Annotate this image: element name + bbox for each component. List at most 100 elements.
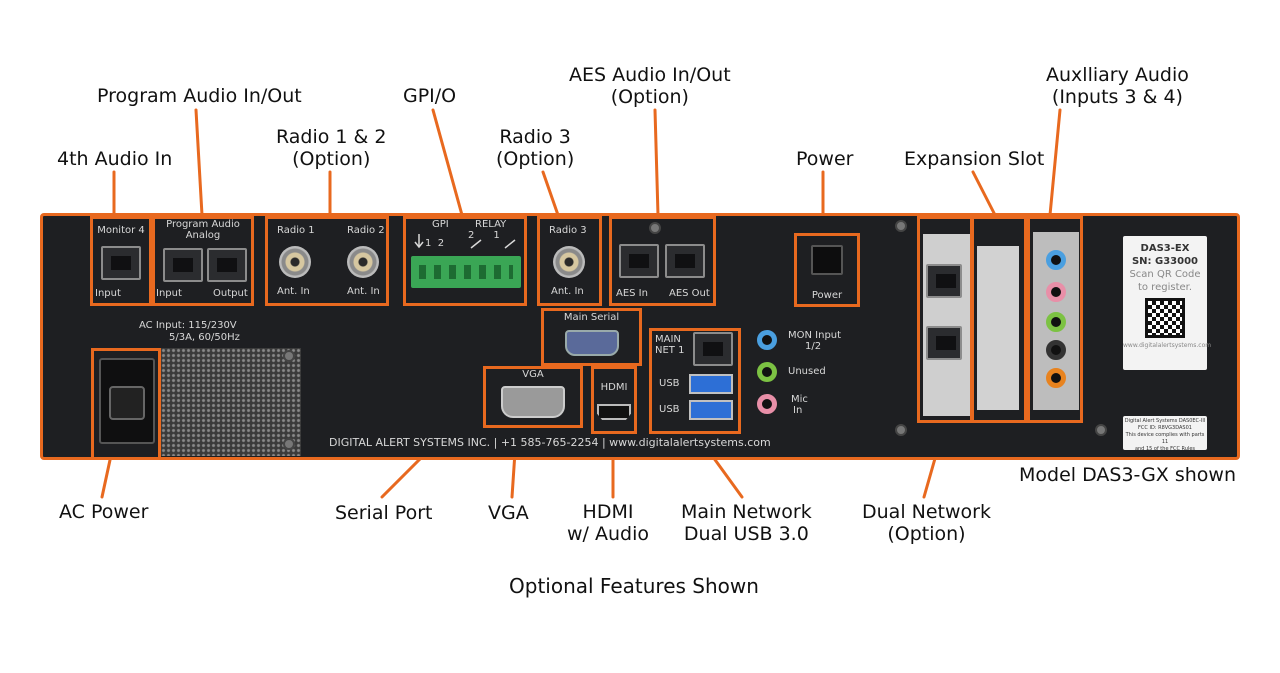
screw-1 bbox=[649, 222, 661, 234]
usb-port-2 bbox=[689, 400, 733, 420]
footer-caption: Optional Features Shown bbox=[509, 574, 759, 598]
callout-aux-line2: (Inputs 3 & 4) bbox=[1051, 86, 1183, 108]
aux-jack-pink bbox=[1046, 282, 1066, 302]
label-unused: Unused bbox=[788, 366, 826, 377]
highlight-program-audio bbox=[152, 216, 254, 306]
label-aes-in: AES In bbox=[616, 288, 648, 299]
mic-in-jack bbox=[757, 394, 777, 414]
screw-5 bbox=[283, 350, 295, 362]
callout-dual-network-line1: Dual Network bbox=[862, 501, 991, 523]
label-mon-input-1: MON Input bbox=[788, 330, 842, 341]
fcc-line3: This device complies with parts 11 bbox=[1125, 432, 1205, 445]
das-model: DAS3-EX bbox=[1140, 243, 1190, 254]
callout-program-audio: Program Audio In/Out bbox=[97, 85, 302, 107]
label-relay-nums: 2 1 bbox=[468, 230, 500, 241]
callout-aux: Auxlliary Audio (Inputs 3 & 4) bbox=[1046, 64, 1189, 108]
callout-radio3: Radio 3 (Option) bbox=[496, 126, 574, 170]
callout-radio3-line2: (Option) bbox=[496, 148, 575, 170]
label-radio1: Radio 1 bbox=[277, 225, 315, 236]
leader-ac-power bbox=[100, 458, 112, 499]
callout-radio12-line1: Radio 1 & 2 bbox=[276, 126, 387, 148]
label-mic-2: In bbox=[793, 405, 803, 416]
ac-power-inlet bbox=[99, 358, 155, 444]
callout-radio12: Radio 1 & 2 (Option) bbox=[276, 126, 387, 170]
highlight-hdmi bbox=[591, 366, 637, 434]
label-hdmi: HDMI bbox=[600, 382, 628, 393]
label-vga: VGA bbox=[522, 369, 544, 380]
qr-code-icon bbox=[1145, 298, 1185, 338]
label-usb2: USB bbox=[659, 404, 680, 415]
highlight-main-network bbox=[649, 328, 741, 434]
label-gpi-nums: 1 2 bbox=[425, 238, 445, 249]
fcc-line1: Digital Alert Systems DAS0EC-III bbox=[1124, 418, 1206, 424]
callout-dual-network-line2: (Option) bbox=[887, 523, 966, 545]
callout-aes-line1: AES Audio In/Out bbox=[569, 64, 731, 86]
callout-4th-audio: 4th Audio In bbox=[57, 148, 173, 170]
label-program-audio-1: Program Audio bbox=[166, 219, 240, 230]
fan-grill bbox=[161, 348, 301, 456]
highlight-aes bbox=[609, 216, 716, 306]
label-mic-1: Mic bbox=[791, 394, 808, 405]
model-shown-caption: Model DAS3-GX shown bbox=[1019, 464, 1237, 486]
callout-aes: AES Audio In/Out (Option) bbox=[569, 64, 731, 108]
vga-connector bbox=[501, 386, 565, 418]
highlight-ac-power bbox=[91, 348, 161, 460]
fcc-line2: FCC ID: R8VG3DAS01 bbox=[1138, 425, 1192, 431]
dual-network-jack-1 bbox=[926, 264, 962, 298]
callout-hdmi-line1: HDMI bbox=[582, 501, 634, 523]
label-usb1: USB bbox=[659, 378, 680, 389]
highlight-expansion-slot bbox=[971, 216, 1027, 423]
monitor4-jack bbox=[101, 246, 141, 280]
aux-jack-green bbox=[1046, 312, 1066, 332]
callout-radio3-line1: Radio 3 bbox=[499, 126, 571, 148]
expansion-slot-cover bbox=[977, 246, 1019, 410]
callout-vga: VGA bbox=[488, 502, 529, 524]
scan-line1: Scan QR Code bbox=[1129, 269, 1201, 280]
radio2-antenna-connector bbox=[347, 246, 379, 278]
label-radio3: Radio 3 bbox=[549, 225, 587, 236]
radio3-antenna-connector bbox=[553, 246, 585, 278]
screw-3 bbox=[895, 424, 907, 436]
label-mon-input-2: 1/2 bbox=[805, 341, 822, 352]
leader-aux bbox=[1048, 108, 1062, 217]
hdmi-port bbox=[597, 404, 631, 420]
highlight-gpio bbox=[403, 216, 527, 306]
label-monitor4: Monitor 4 bbox=[97, 225, 145, 236]
highlight-radio3 bbox=[537, 216, 602, 306]
callout-dual-network: Dual Network (Option) bbox=[862, 501, 991, 545]
device-rear-panel: Monitor 4 Input Program Audio Analog Inp… bbox=[40, 213, 1240, 460]
serial-db9-connector bbox=[565, 330, 619, 356]
aes-in-jack bbox=[619, 244, 659, 278]
screw-4 bbox=[1095, 424, 1107, 436]
fcc-label: Digital Alert Systems DAS0EC-III FCC ID:… bbox=[1123, 416, 1207, 452]
callout-gpio: GPI/O bbox=[403, 85, 457, 107]
aux-jack-black bbox=[1046, 340, 1066, 360]
aux-jack-orange bbox=[1046, 368, 1066, 388]
leader-program-audio bbox=[194, 108, 204, 217]
callout-expansion: Expansion Slot bbox=[904, 148, 1045, 170]
label-gpi: GPI bbox=[432, 219, 449, 230]
label-radio2: Radio 2 bbox=[347, 225, 385, 236]
power-switch[interactable] bbox=[811, 245, 843, 275]
callout-radio12-line2: (Option) bbox=[292, 148, 371, 170]
leader-aes bbox=[653, 108, 660, 217]
label-ac-input-1: AC Input: 115/230V bbox=[139, 320, 237, 331]
callout-hdmi-line2: w/ Audio bbox=[567, 523, 649, 545]
dual-network-jack-2 bbox=[926, 326, 962, 360]
qr-caption: www.digitalalertsystems.com bbox=[1123, 342, 1212, 349]
label-monitor-input: Input bbox=[95, 288, 121, 299]
scan-line2: to register. bbox=[1137, 282, 1193, 293]
label-relay: RELAY bbox=[475, 219, 507, 230]
fcc-line4: and 15 of the FCC Rules bbox=[1134, 446, 1196, 452]
highlight-dual-network bbox=[917, 216, 973, 423]
highlight-radio12 bbox=[265, 216, 389, 306]
program-audio-output-jack bbox=[207, 248, 247, 282]
usb-port-1 bbox=[689, 374, 733, 394]
leader-expansion bbox=[971, 170, 997, 217]
leader-radio3 bbox=[541, 170, 560, 217]
gpio-symbols-icon bbox=[414, 234, 516, 249]
highlight-serial bbox=[541, 308, 642, 366]
screw-6 bbox=[283, 438, 295, 450]
unused-jack bbox=[757, 362, 777, 382]
label-aes-out: AES Out bbox=[669, 288, 710, 299]
